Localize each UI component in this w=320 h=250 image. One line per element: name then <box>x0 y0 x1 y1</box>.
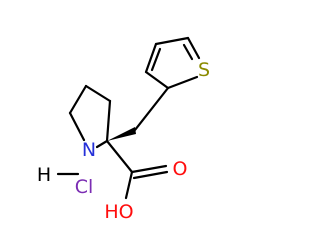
double-bond-c5-s-inner <box>182 43 194 61</box>
bond-ca3-ca2 <box>84 84 112 103</box>
thiophene-ring <box>144 36 201 90</box>
bond-c-ccooh <box>105 139 134 174</box>
bond-ca4-ca3 <box>68 84 88 115</box>
bond-s-c2 <box>166 75 199 90</box>
bond-c3-c4 <box>144 42 158 74</box>
background <box>0 0 250 250</box>
carboxyl-group <box>105 139 169 200</box>
bond-n-ca4 <box>68 111 86 142</box>
atom-nitrogen: N <box>82 139 96 161</box>
pyrrolidine-ring <box>68 84 112 143</box>
bond-c2-c3 <box>144 70 170 90</box>
bond-cooh-double-o-b <box>132 170 169 180</box>
atom-oxygen: O <box>173 158 188 180</box>
atom-chlorine: Cl <box>75 176 94 198</box>
bond-cooh-oh <box>124 170 134 200</box>
structure-diagram: S N O HO H Cl <box>0 0 250 250</box>
wedge-bond <box>107 127 136 141</box>
atom-hydroxyl: HO <box>104 201 133 223</box>
atom-sulfur: S <box>198 59 210 81</box>
double-bond-c3-c4-inner <box>150 47 162 72</box>
atom-hydrogen: H <box>37 164 51 186</box>
bond-c2-ch2 <box>133 86 170 132</box>
bond-c5-s <box>186 36 201 60</box>
bond-c-n <box>95 139 109 149</box>
bond-c4-c5 <box>154 36 190 46</box>
bond-cooh-double-o-a <box>130 164 168 174</box>
bond-ca2-c <box>105 99 112 143</box>
